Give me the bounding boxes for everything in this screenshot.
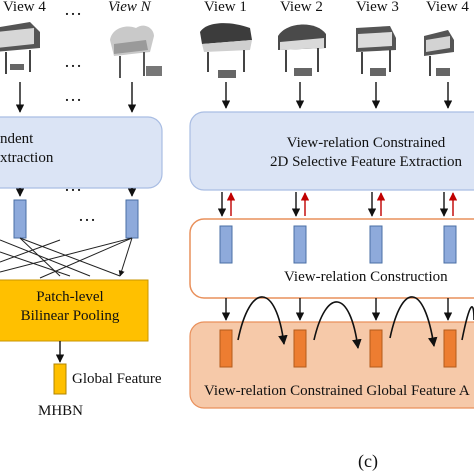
left-ellipsis-vectors: … xyxy=(78,205,96,225)
construction-box xyxy=(189,218,474,299)
piano-image-view-4-right xyxy=(424,30,454,76)
left-extraction-text: ndent xtraction xyxy=(0,130,54,168)
left-extraction-box xyxy=(0,116,163,189)
aggregation-feature-4 xyxy=(443,329,457,368)
pooling-line-2: Bilinear Pooling xyxy=(20,307,120,324)
pooling-connections xyxy=(0,237,133,279)
global-feature-label: Global Feature xyxy=(72,371,162,387)
left-feature-vector-1 xyxy=(13,199,27,239)
piano-image-view-2 xyxy=(278,24,326,76)
aggregation-feature-3 xyxy=(369,329,383,368)
selective-extraction-text: View-relation Constrained 2D Selective F… xyxy=(246,134,474,172)
piano-image-view-n-left xyxy=(110,25,162,78)
bilinear-pooling-box xyxy=(0,279,149,342)
left-view-4-label: View 4 xyxy=(3,0,46,15)
left-ellipsis-arrows: … xyxy=(64,85,82,105)
left-view-n-label: View N xyxy=(108,0,151,15)
left-extraction-line-2: xtraction xyxy=(0,149,54,166)
piano-image-view-1 xyxy=(200,23,252,78)
aggregation-box xyxy=(189,321,474,409)
selective-line-2: 2D Selective Feature Extraction xyxy=(269,153,462,170)
left-feature-vector-n xyxy=(125,199,139,239)
construction-feature-2 xyxy=(293,225,307,264)
aggregation-feature-2 xyxy=(293,329,307,368)
construction-label: View-relation Construction xyxy=(284,269,448,285)
figure-caption: (c) xyxy=(358,451,378,471)
piano-image-view-3 xyxy=(356,26,396,76)
construction-feature-4 xyxy=(443,225,457,264)
selective-extraction-box xyxy=(189,111,474,191)
left-ellipsis-mid: … xyxy=(64,51,82,71)
view-3-label: View 3 xyxy=(356,0,399,15)
global-feature-vector xyxy=(53,363,67,395)
method-label: MHBN xyxy=(38,403,84,419)
construction-feature-1 xyxy=(219,225,233,264)
left-ellipsis-top: … xyxy=(64,0,82,19)
selective-to-construction-arrows xyxy=(217,192,458,217)
selective-line-1: View-relation Constrained xyxy=(286,135,446,151)
construction-feature-3 xyxy=(369,225,383,264)
aggregation-feature-1 xyxy=(219,329,233,368)
view-4-right-label: View 4 xyxy=(426,0,469,15)
left-extraction-line-1: ndent xyxy=(0,131,34,147)
view-1-label: View 1 xyxy=(204,0,247,15)
pooling-text: Patch-level Bilinear Pooling xyxy=(0,288,140,326)
left-ellipsis-features: … xyxy=(64,175,82,195)
aggregation-label: View-relation Constrained Global Feature… xyxy=(204,383,470,399)
pooling-line-1: Patch-level xyxy=(36,289,104,305)
view-2-label: View 2 xyxy=(280,0,323,15)
piano-image-view-4-left xyxy=(0,22,40,74)
